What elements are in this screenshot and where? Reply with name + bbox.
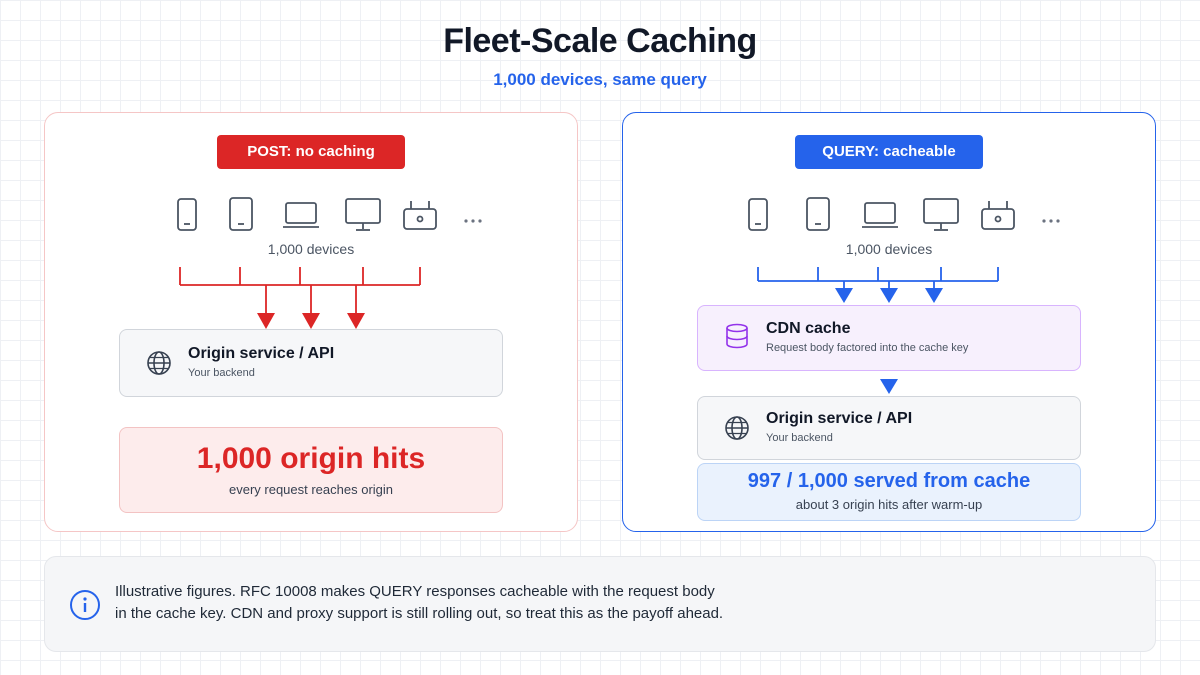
origin-hits-caption: every request reaches origin [228, 482, 394, 497]
devices-label: 1,000 devices [845, 241, 933, 257]
phone-icon [748, 198, 768, 231]
phone-icon [177, 198, 197, 231]
origin-subtitle: Your backend [766, 432, 833, 444]
phone-icon [806, 197, 830, 231]
cdn-subtitle: Request body factored into the cache key [766, 342, 969, 354]
query-panel: QUERY: cacheable 1,000 devices [622, 112, 1156, 532]
monitor-icon [923, 198, 959, 231]
request-flow-arrows [179, 267, 421, 329]
origin-title: Origin service / API [188, 345, 335, 362]
info-note-text: Illustrative figures. RFC 10008 makes QU… [115, 581, 775, 625]
info-note-line-1: Illustrative figures. RFC 10008 makes QU… [115, 583, 715, 600]
devices-label: 1,000 devices [267, 241, 355, 257]
origin-service-box: Origin service / API Your backend [119, 329, 503, 397]
ellipsis-icon [464, 219, 482, 223]
cache-served-caption: about 3 origin hits after warm-up [795, 497, 983, 512]
origin-title: Origin service / API [766, 410, 913, 427]
cdn-cache-box: CDN cache Request body factored into the… [697, 305, 1081, 371]
router-icon [403, 201, 437, 230]
globe-icon [147, 351, 171, 375]
origin-hits-value: 1,000 origin hits [196, 442, 426, 475]
cache-served-value: 997 / 1,000 served from cache [747, 470, 1031, 492]
page-title: Fleet-Scale Caching [443, 22, 757, 60]
origin-subtitle: Your backend [188, 367, 255, 379]
laptop-icon [283, 202, 319, 228]
globe-icon [725, 416, 749, 440]
origin-service-box: Origin service / API Your backend [697, 396, 1081, 460]
request-flow-arrows [757, 267, 999, 303]
query-badge: QUERY: cacheable [795, 135, 983, 169]
router-icon [981, 201, 1015, 230]
origin-hits-stat: 1,000 origin hits every request reaches … [119, 427, 503, 513]
post-panel: POST: no caching 1,000 devices [44, 112, 578, 532]
cache-served-stat: 997 / 1,000 served from cache about 3 or… [697, 463, 1081, 521]
cache-to-origin-arrow [880, 379, 898, 394]
laptop-icon [862, 202, 898, 228]
monitor-icon [345, 198, 381, 231]
post-badge: POST: no caching [217, 135, 405, 169]
page-subtitle: 1,000 devices, same query [493, 70, 707, 89]
database-icon [726, 323, 748, 349]
cdn-title: CDN cache [766, 320, 851, 337]
phone-icon [229, 197, 253, 231]
info-note: Illustrative figures. RFC 10008 makes QU… [44, 556, 1156, 652]
info-icon [70, 590, 100, 620]
ellipsis-icon [1042, 219, 1060, 223]
info-note-line-2: in the cache key. CDN and proxy support … [115, 605, 724, 622]
